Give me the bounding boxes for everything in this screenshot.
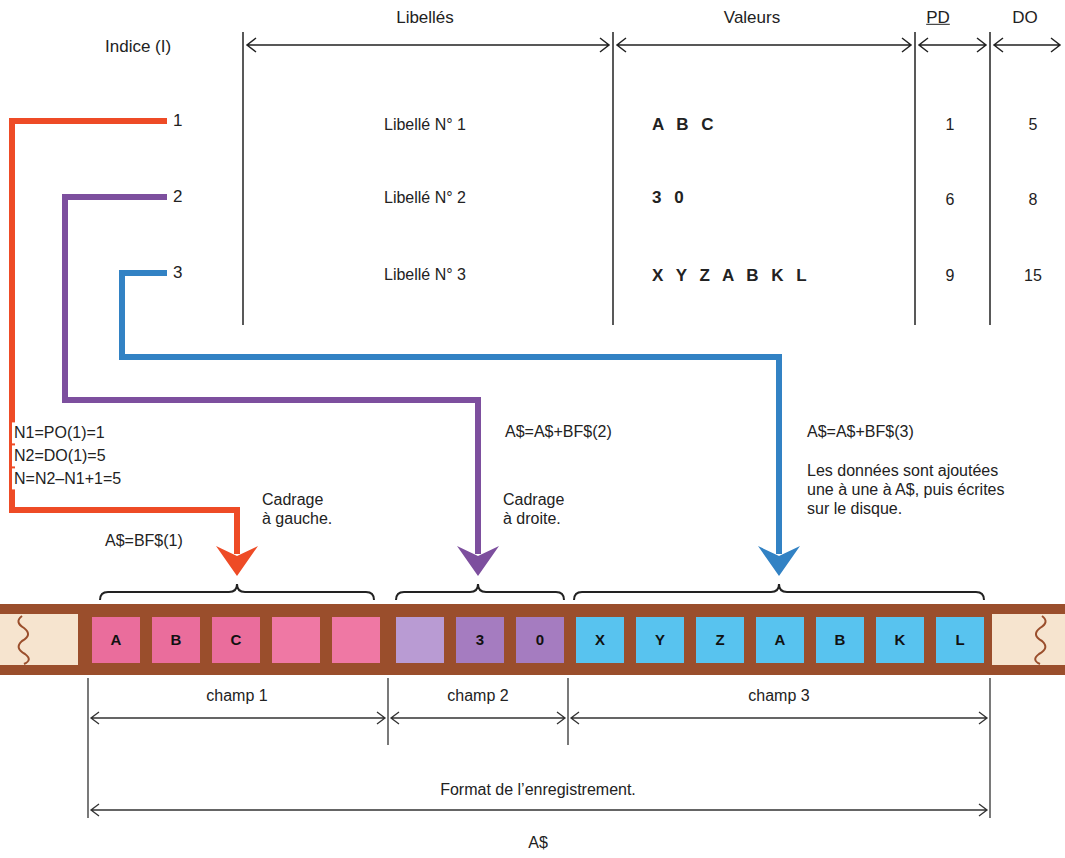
index-number: 2 <box>170 187 185 207</box>
connector-arrow <box>122 273 800 576</box>
field-name: champ 1 <box>86 686 388 705</box>
empty-cell <box>332 617 380 663</box>
record-name: A$ <box>528 833 548 852</box>
cell-character: 3 <box>476 631 484 649</box>
character-cell: C <box>212 617 260 663</box>
character-cell: Z <box>696 617 744 663</box>
formula: N2=DO(1)=5 <box>12 445 108 466</box>
record-field: champ 3XYZABKL <box>568 576 990 675</box>
dimension-arrow <box>91 712 385 724</box>
column-header: DO <box>1012 8 1038 28</box>
cell-character: Y <box>655 631 665 649</box>
column-span-arrow <box>617 38 911 52</box>
formula: N1=PO(1)=1 <box>12 422 107 443</box>
position-number: 5 <box>1029 115 1038 134</box>
column-rule <box>989 32 991 325</box>
character-cell: X <box>576 617 624 663</box>
formula: A$=BF$(1) <box>105 531 183 550</box>
record-band <box>0 604 1065 675</box>
character-cell: A <box>92 617 140 663</box>
cell-character: A <box>111 631 122 649</box>
index-number: 1 <box>170 111 185 131</box>
row-value: 3 0 <box>652 188 688 208</box>
index-label: 2 <box>173 187 182 207</box>
character-cell: 3 <box>456 617 504 663</box>
character-cell: L <box>936 617 984 663</box>
field-braces <box>100 584 984 600</box>
index-label: 3 <box>173 263 182 283</box>
formula: A$=A$+BF$(3) <box>807 422 914 441</box>
column-span-arrow <box>994 38 1060 52</box>
cell-character: C <box>231 631 242 649</box>
position-number: 9 <box>946 266 955 285</box>
row-value: A B C <box>652 115 718 135</box>
column-header: PD <box>926 8 950 28</box>
arrowhead <box>457 546 499 576</box>
row-label: Libellé N° 3 <box>384 265 466 284</box>
brace <box>574 584 984 600</box>
dimension-arrow <box>571 712 987 724</box>
arrowhead <box>758 546 800 576</box>
position-number: 6 <box>946 190 955 209</box>
index-label: 1 <box>173 111 182 131</box>
brace <box>100 584 374 600</box>
formula: A$=A$+BF$(2) <box>505 422 612 441</box>
position-number: 1 <box>946 115 955 134</box>
connector-line <box>122 273 779 554</box>
character-cell: B <box>816 617 864 663</box>
field-name: champ 3 <box>568 686 990 705</box>
cell-character: X <box>595 631 605 649</box>
torn-end <box>0 614 78 665</box>
character-cell: Y <box>636 617 684 663</box>
column-rule <box>612 32 614 325</box>
tear-mark <box>1035 616 1045 664</box>
field-name: champ 2 <box>388 686 568 705</box>
cell-character: Z <box>715 631 724 649</box>
record-field: champ 1ABC <box>86 576 388 675</box>
row-value: X Y Z A B K L <box>652 266 811 286</box>
column-header: Valeurs <box>724 8 780 28</box>
torn-end <box>992 614 1065 665</box>
cell-character: L <box>955 631 964 649</box>
note: Les données sont ajoutées une à une à A$… <box>807 461 1017 519</box>
empty-cell <box>272 617 320 663</box>
formula: N=N2–N1+1=5 <box>12 468 123 489</box>
column-span-arrow <box>919 38 986 52</box>
index-number: 3 <box>170 263 185 283</box>
cell-character: 0 <box>536 631 544 649</box>
record-field: champ 230 <box>388 576 568 675</box>
note: Cadrage à droite. <box>503 490 576 528</box>
dimension-arrow <box>91 804 987 816</box>
character-cell: K <box>876 617 924 663</box>
cell-character: A <box>775 631 786 649</box>
dimension-label: Format de l’enregistrement. <box>440 780 636 799</box>
dimension-arrow <box>391 712 565 724</box>
empty-cell <box>396 617 444 663</box>
connector-line <box>65 197 478 554</box>
column-header: Indice (I) <box>105 37 171 57</box>
brace <box>396 584 564 600</box>
note: Cadrage à gauche. <box>262 490 335 528</box>
position-number: 15 <box>1024 266 1042 285</box>
column-rule <box>914 32 916 325</box>
character-cell: A <box>756 617 804 663</box>
connector-arrow <box>65 197 499 576</box>
band-frame <box>0 604 1065 675</box>
column-rule <box>242 32 244 325</box>
cell-character: B <box>171 631 182 649</box>
connector-arrow <box>12 121 258 576</box>
column-span-arrow <box>247 38 609 52</box>
arrowhead <box>216 546 258 576</box>
table-rules <box>243 32 1060 325</box>
tear-mark <box>18 616 28 664</box>
character-cell: B <box>152 617 200 663</box>
row-label: Libellé N° 1 <box>384 115 466 134</box>
cell-character: K <box>895 631 906 649</box>
position-number: 8 <box>1029 190 1038 209</box>
column-header: Libellés <box>396 8 454 28</box>
character-cell: 0 <box>516 617 564 663</box>
row-label: Libellé N° 2 <box>384 188 466 207</box>
cell-character: B <box>835 631 846 649</box>
